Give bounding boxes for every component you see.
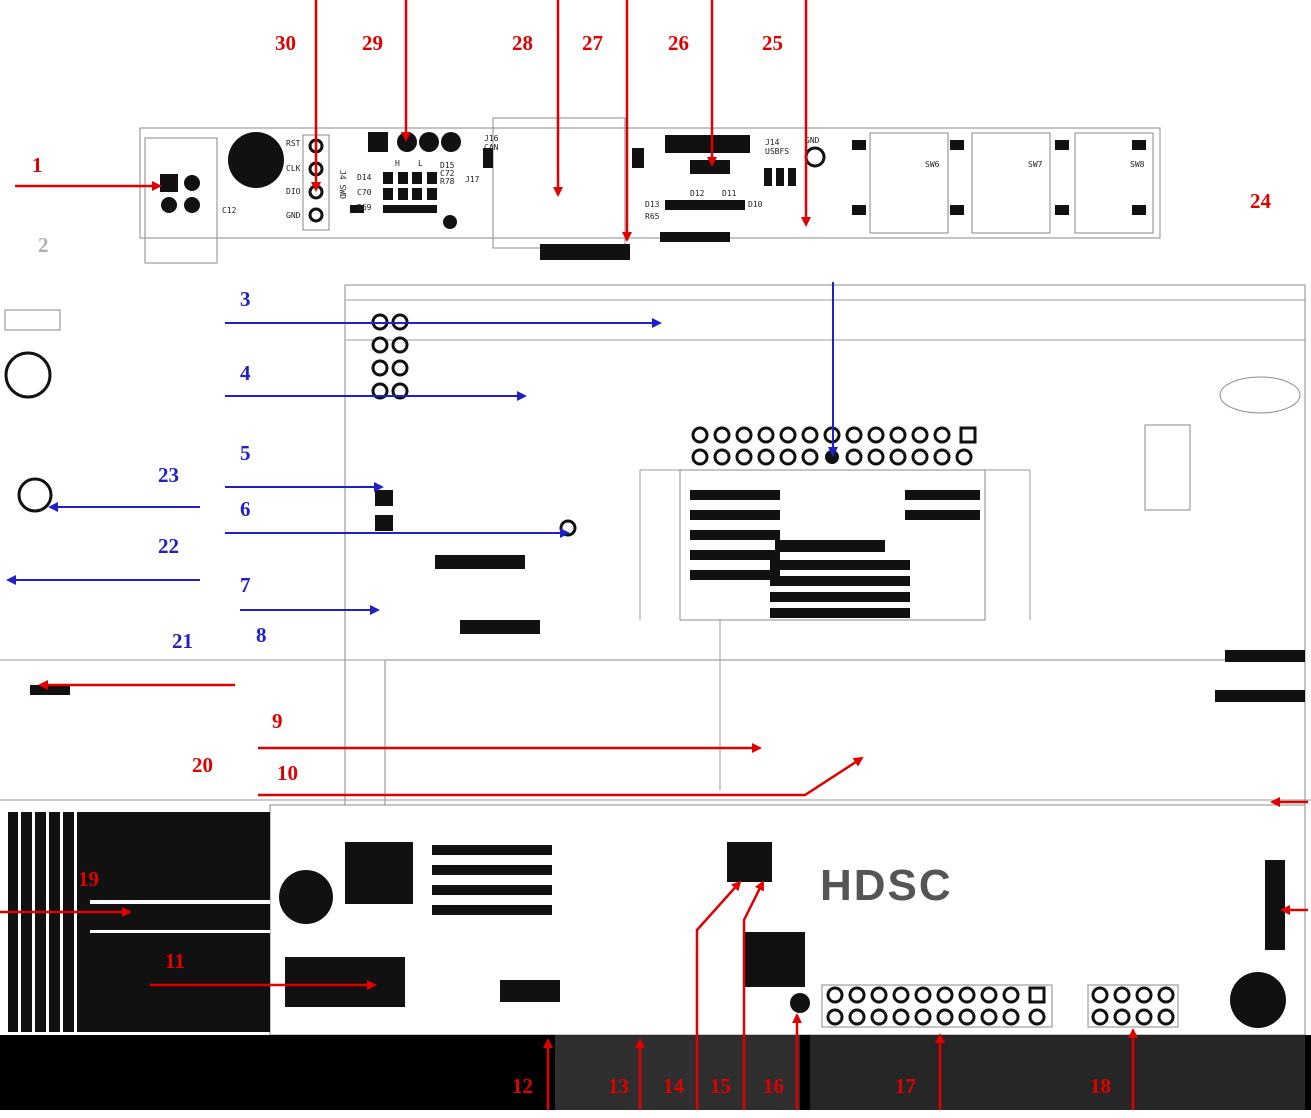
callout-12: 12	[512, 1074, 533, 1098]
callout-11: 11	[165, 949, 185, 973]
callout-2: 2	[38, 233, 49, 257]
blue-arrows	[6, 282, 838, 615]
power-connector	[160, 174, 200, 213]
callout-27: 27	[582, 31, 603, 55]
silk-l: L	[418, 159, 423, 168]
callout-26: 26	[668, 31, 689, 55]
callout-13: 13	[608, 1074, 629, 1098]
silk-d14: D14	[357, 173, 372, 182]
callout-8: 8	[256, 623, 267, 647]
silk-usbfs: USBFS	[765, 147, 789, 156]
silk-r78: R78	[440, 177, 455, 186]
silk-d10: D10	[748, 200, 763, 209]
callout-17: 17	[895, 1074, 916, 1098]
hdsc-logo: HDSC	[820, 861, 953, 910]
silk-j16: J16	[484, 134, 499, 143]
silk-swd: J4 SWD	[338, 170, 347, 199]
silk-sw7: SW7	[1028, 160, 1043, 169]
callout-labels: 30 29 28 27 26 25 1 24 2 3 4 5 23 6 22 7…	[32, 31, 1272, 1098]
smd-block-can	[350, 172, 457, 229]
silkscreen-labels: RST CLK DIO GND J4 SWD J16 CAN H L D14 D…	[222, 134, 1145, 221]
callout-24: 24	[1250, 189, 1272, 213]
callout-16: 16	[763, 1074, 784, 1098]
right-side-parts	[1144, 376, 1305, 950]
left-header-column	[371, 313, 577, 634]
silk-r69: R69	[357, 203, 372, 212]
silk-rst: RST	[286, 139, 301, 148]
traces	[0, 299, 1311, 801]
callout-5: 5	[240, 441, 251, 465]
silk-gnd-usb: GND	[805, 136, 820, 145]
callout-7: 7	[240, 573, 251, 597]
silk-c70: C70	[357, 188, 372, 197]
callout-30: 30	[275, 31, 296, 55]
callout-19: 19	[78, 867, 99, 891]
callout-4: 4	[240, 361, 251, 385]
silk-d13: D13	[645, 200, 660, 209]
callout-3: 3	[240, 287, 251, 311]
arrow-14	[695, 880, 742, 1110]
silk-h: H	[395, 159, 400, 168]
callout-14: 14	[663, 1074, 685, 1098]
silk-j14: J14	[765, 138, 780, 147]
callout-15: 15	[710, 1074, 731, 1098]
callout-18: 18	[1090, 1074, 1111, 1098]
silk-r65: R65	[645, 212, 660, 221]
left-side-parts	[4, 309, 70, 695]
silk-clk: CLK	[286, 164, 301, 173]
callout-10: 10	[277, 761, 298, 785]
silk-sw8: SW8	[1130, 160, 1145, 169]
silk-d12: D12	[690, 189, 705, 198]
silk-d11: D11	[722, 189, 737, 198]
silk-c72: C72	[440, 169, 455, 178]
silk-sw6: SW6	[925, 160, 940, 169]
arrow-10	[258, 756, 864, 797]
silk-gnd: GND	[286, 211, 301, 220]
left-striped-block	[8, 812, 270, 1032]
buzzer-component	[228, 132, 284, 188]
header-row-top	[691, 426, 977, 466]
callout-1: 1	[32, 153, 43, 177]
silk-dio: DIO	[286, 187, 301, 196]
bottom-header-rows	[821, 984, 1179, 1028]
silk-can: CAN	[484, 143, 499, 152]
callout-9: 9	[272, 709, 283, 733]
callout-28: 28	[512, 31, 533, 55]
callout-22: 22	[158, 534, 179, 558]
arrow-15	[742, 880, 765, 1110]
callout-21: 21	[172, 629, 193, 653]
silk-j17: J17	[465, 175, 480, 184]
callout-23: 23	[158, 463, 179, 487]
silk-c12: C12	[222, 206, 237, 215]
switches	[852, 132, 1154, 234]
can-header	[368, 132, 493, 168]
bottom-band	[0, 1035, 1311, 1110]
callout-29: 29	[362, 31, 383, 55]
usb-connector-pads	[540, 135, 826, 260]
callout-25: 25	[762, 31, 783, 55]
callout-6: 6	[240, 497, 251, 521]
silk-d15: D15	[440, 161, 455, 170]
mcu-module	[679, 469, 986, 621]
lower-components	[279, 842, 1286, 1028]
callout-20: 20	[192, 753, 213, 777]
